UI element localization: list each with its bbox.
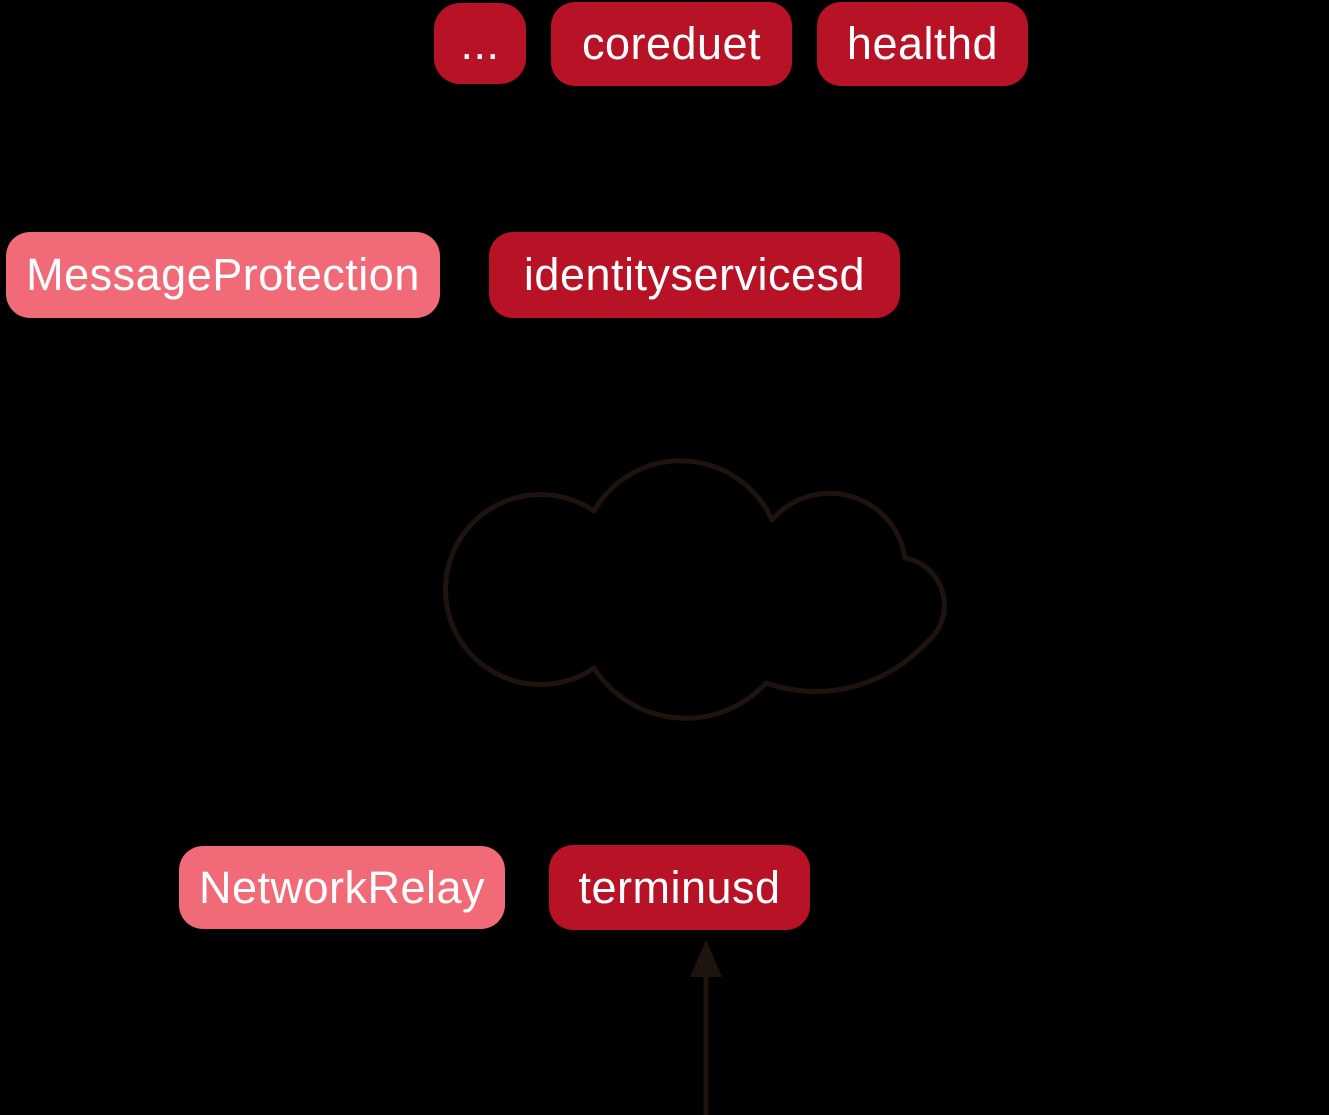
node-identityservicesd-label: identityservicesd [523, 249, 866, 300]
node-identityservicesd: identityservicesd [489, 232, 900, 318]
node-healthd-label: healthd [846, 18, 999, 69]
node-ellipsis: ... [434, 3, 526, 84]
node-terminusd-label: terminusd [578, 861, 781, 913]
arrow-head-icon [690, 940, 722, 977]
node-coreduet-label: coreduet [581, 18, 762, 69]
node-terminusd: terminusd [549, 845, 810, 930]
cloud-icon [443, 458, 947, 721]
node-network-relay-label: NetworkRelay [198, 861, 486, 913]
node-network-relay: NetworkRelay [179, 846, 505, 929]
node-healthd: healthd [817, 2, 1028, 86]
node-message-protection: MessageProtection [6, 232, 440, 318]
node-coreduet: coreduet [551, 2, 792, 86]
node-ellipsis-label: ... [460, 17, 500, 69]
node-message-protection-label: MessageProtection [26, 249, 420, 300]
